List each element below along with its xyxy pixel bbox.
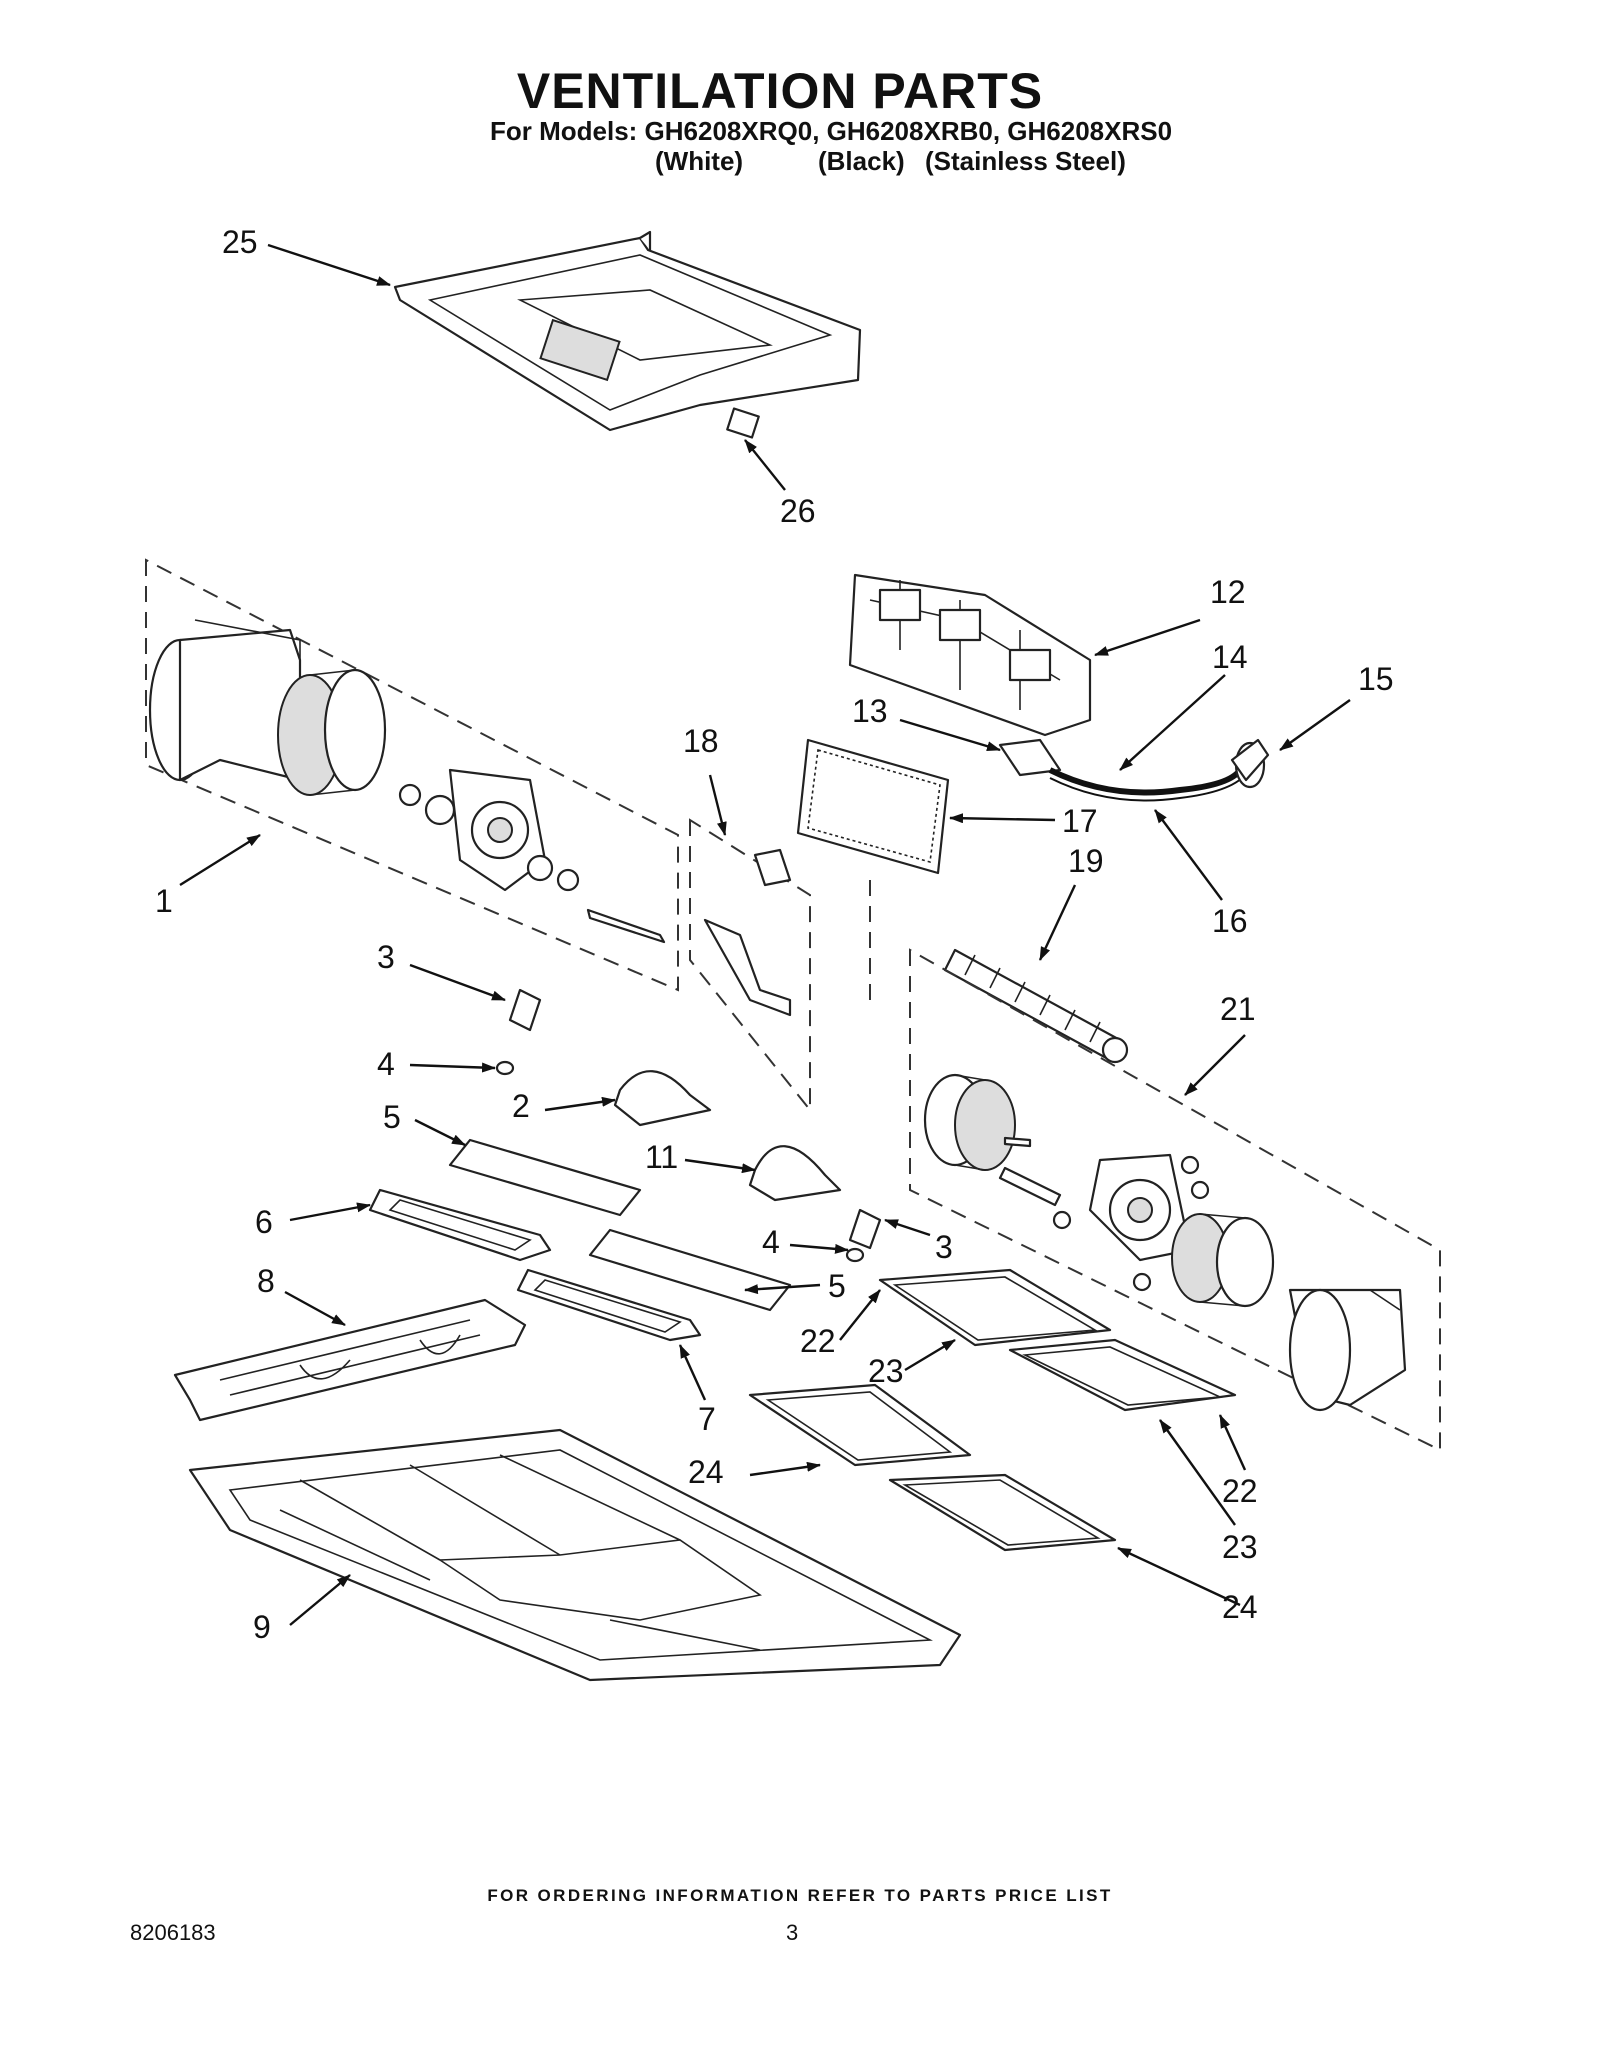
part-22-23-filter-right	[1008, 1338, 1237, 1412]
part-8-duct	[173, 1298, 527, 1422]
part-5-gasket-left	[448, 1138, 642, 1217]
part-24-frame-right	[888, 1473, 1117, 1552]
part-18-damper	[703, 848, 792, 1017]
callout-4-left: 4	[377, 1046, 395, 1082]
part-26-clip	[726, 407, 760, 439]
part-1-blower-assembly	[148, 619, 666, 944]
callout-16: 16	[1212, 903, 1248, 939]
callout-25: 25	[222, 224, 258, 260]
finish-stainless: (Stainless Steel)	[925, 146, 1126, 176]
callout-23-right: 23	[1222, 1529, 1258, 1565]
part-7-frame	[516, 1268, 702, 1342]
callout-11: 11	[645, 1139, 678, 1175]
part-12-bracket	[848, 573, 1092, 737]
part-17-filter	[796, 738, 950, 875]
callout-7: 7	[698, 1401, 716, 1437]
callout-9: 9	[253, 1609, 271, 1645]
part-3-4-fastener-right	[845, 1208, 882, 1263]
callout-14: 14	[1212, 639, 1248, 675]
callout-6: 6	[255, 1204, 273, 1240]
part-19-roller-rod	[943, 948, 1129, 1064]
part-24-frame-left	[748, 1383, 972, 1467]
callout-24-left: 24	[688, 1454, 724, 1490]
callout-13: 13	[852, 693, 888, 729]
assembly-21-outline	[909, 948, 1441, 1452]
callout-leaders	[179, 243, 1351, 1626]
callout-22-left: 22	[800, 1323, 836, 1359]
assembly-18-outline	[689, 818, 811, 1113]
document-number: 8206183	[130, 1920, 216, 1945]
part-2-cover	[613, 1070, 712, 1127]
part-9-base-pan	[188, 1428, 962, 1682]
page-title: VENTILATION PARTS	[516, 63, 1044, 119]
callout-5-right: 5	[828, 1268, 846, 1304]
part-5-gasket-right	[588, 1228, 792, 1312]
part-11-cover	[748, 1145, 842, 1202]
callout-1: 1	[155, 883, 173, 919]
callout-3-right: 3	[935, 1229, 953, 1265]
part-3-4-fastener-left	[495, 988, 542, 1076]
callout-3-left: 3	[377, 939, 395, 975]
finish-white: (White)	[655, 146, 744, 176]
callout-8: 8	[257, 1263, 275, 1299]
part-22-23-filter-left	[878, 1268, 1112, 1347]
part-13-16-harness	[998, 738, 1270, 802]
assembly-1-outline	[145, 558, 679, 992]
callout-15: 15	[1358, 661, 1394, 697]
ordering-note: FOR ORDERING INFORMATION REFER TO PARTS …	[487, 1886, 1113, 1905]
callout-17: 17	[1062, 803, 1098, 839]
callout-12: 12	[1210, 574, 1246, 610]
models-line: For Models: GH6208XRQ0, GH6208XRB0, GH62…	[490, 116, 1173, 146]
callout-22-right: 22	[1222, 1473, 1258, 1509]
callout-26: 26	[780, 493, 816, 529]
callout-24-right: 24	[1222, 1589, 1258, 1625]
part-21-motor-blower	[923, 1073, 1407, 1412]
callout-23-left: 23	[868, 1353, 904, 1389]
callout-19: 19	[1068, 843, 1104, 879]
part-25-vent-cover	[393, 230, 862, 432]
callout-2: 2	[512, 1088, 530, 1124]
callout-18: 18	[683, 723, 719, 759]
callout-21: 21	[1220, 991, 1256, 1027]
part-6-frame	[368, 1188, 552, 1262]
callout-5-left: 5	[383, 1099, 401, 1135]
finish-black: (Black)	[818, 146, 905, 176]
callout-4-right: 4	[762, 1224, 780, 1260]
page-number: 3	[786, 1920, 799, 1945]
